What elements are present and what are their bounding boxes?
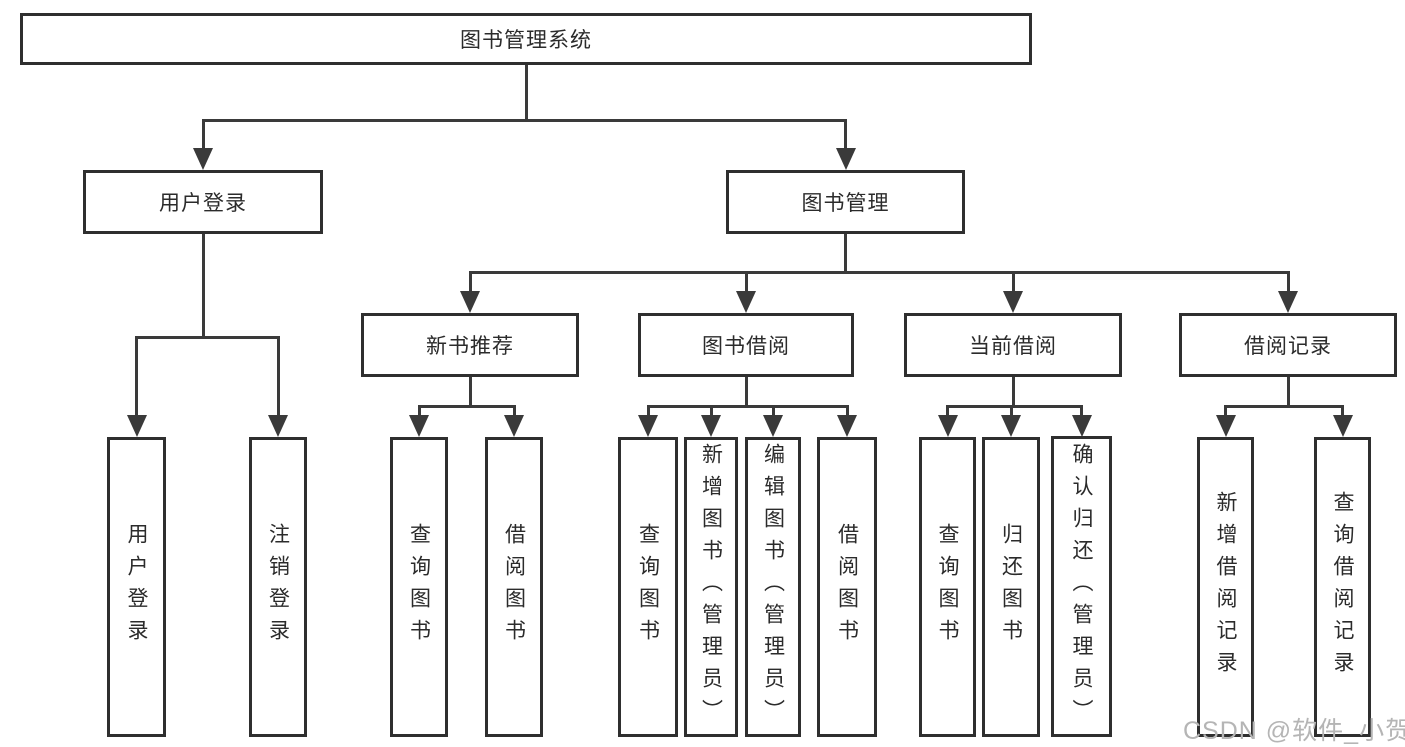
connector-stem: [1011, 377, 1015, 408]
arrow-down-icon: [504, 415, 524, 437]
connector-bar: [417, 404, 516, 408]
node-label: 图书管理系统: [460, 29, 592, 52]
connector-bar: [135, 335, 280, 339]
arrow-down-icon: [1278, 291, 1298, 313]
arrow-down-icon: [1071, 415, 1092, 437]
connector-drop: [845, 406, 849, 415]
node-label: 用户登录: [125, 523, 148, 651]
arrow-down-icon: [837, 415, 857, 437]
arrow-down-icon: [268, 415, 288, 437]
node-label: 查询图书: [936, 523, 959, 651]
node-label: 确认归还（管理员）: [1070, 442, 1093, 731]
connector-drop: [135, 337, 138, 415]
arrow-down-icon: [193, 148, 213, 170]
node-new-book-recommendation: 新书推荐: [361, 313, 579, 377]
connector-bar: [646, 404, 849, 408]
connector-drop: [201, 120, 205, 148]
node-label: 借阅图书: [502, 523, 526, 651]
node-label: 借阅图书: [835, 523, 859, 651]
arrow-down-icon: [937, 415, 958, 437]
connector-drop: [1080, 406, 1083, 415]
node-label: 新增图书（管理员）: [699, 443, 723, 731]
arrow-down-icon: [1001, 415, 1021, 437]
node-label: 查询图书: [636, 523, 660, 651]
node-library-management-system: 图书管理系统: [20, 13, 1032, 65]
connector-stem: [1286, 377, 1290, 408]
node-label: 查询借阅记录: [1331, 491, 1354, 683]
leaf-borrow-books: 借阅图书: [817, 437, 877, 737]
connector-stem: [744, 377, 748, 408]
node-label: 注销登录: [266, 523, 290, 651]
leaf-query-books-borrowing: 查询图书: [618, 437, 678, 737]
arrow-down-icon: [763, 415, 783, 437]
node-label: 编辑图书（管理员）: [761, 443, 785, 731]
connector-drop: [771, 406, 775, 415]
connector-drop: [468, 272, 472, 291]
arrow-down-icon: [736, 291, 756, 313]
arrow-down-icon: [1215, 415, 1236, 437]
csdn-watermark: CSDN @软件_小贺同学: [1183, 717, 1405, 745]
node-label: 用户登录: [159, 192, 247, 215]
node-label: 图书管理: [801, 192, 890, 215]
connector-stem: [468, 377, 472, 408]
node-label: 借阅记录: [1244, 335, 1332, 358]
connector-drop: [417, 406, 421, 415]
node-label: 当前借阅: [969, 335, 1057, 358]
node-label: 新书推荐: [426, 335, 514, 358]
arrow-down-icon: [409, 415, 429, 437]
leaf-edit-book-admin: 编辑图书（管理员）: [745, 437, 801, 737]
leaf-add-borrow-record: 新增借阅记录: [1197, 437, 1254, 737]
connector-drop: [844, 120, 847, 148]
connector-drop: [709, 406, 713, 415]
connector-bar: [201, 118, 847, 122]
leaf-return-book: 归还图书: [982, 437, 1040, 737]
connector-drop: [646, 406, 650, 415]
connector-drop: [1009, 406, 1013, 415]
connector-bar: [946, 404, 1083, 408]
leaf-query-books-recommend: 查询图书: [390, 437, 448, 737]
connector-bar: [468, 270, 1290, 274]
connector-drop: [744, 272, 748, 291]
node-book-borrowing: 图书借阅: [638, 313, 854, 377]
connector-drop: [1341, 406, 1344, 415]
node-label: 查询图书: [407, 523, 431, 651]
leaf-query-books-current: 查询图书: [919, 437, 976, 737]
connector-stem: [524, 65, 528, 122]
leaf-confirm-return-admin: 确认归还（管理员）: [1051, 436, 1112, 737]
arrow-down-icon: [701, 415, 721, 437]
connector-drop: [1286, 272, 1290, 291]
arrow-down-icon: [1003, 291, 1023, 313]
connector-bar: [1224, 404, 1344, 408]
arrow-down-icon: [1332, 415, 1353, 437]
node-label: 新增借阅记录: [1214, 491, 1237, 683]
node-borrowing-records: 借阅记录: [1179, 313, 1397, 377]
leaf-add-book-admin: 新增图书（管理员）: [684, 437, 738, 737]
node-user-login: 用户登录: [83, 170, 323, 234]
leaf-logout: 注销登录: [249, 437, 307, 737]
leaf-borrow-books-recommend: 借阅图书: [485, 437, 543, 737]
connector-drop: [512, 406, 516, 415]
connector-drop: [276, 337, 280, 415]
connector-drop: [1224, 406, 1227, 415]
node-label: 归还图书: [999, 523, 1023, 651]
arrow-down-icon: [638, 415, 658, 437]
leaf-query-borrow-record: 查询借阅记录: [1314, 437, 1371, 737]
arrow-down-icon: [835, 148, 856, 170]
node-current-borrowing: 当前借阅: [904, 313, 1122, 377]
node-label: 图书借阅: [702, 335, 790, 358]
connector-drop: [946, 406, 949, 415]
arrow-down-icon: [126, 415, 147, 437]
connector-stem: [844, 234, 847, 274]
leaf-user-login: 用户登录: [107, 437, 166, 737]
arrow-down-icon: [460, 291, 480, 313]
connector-stem: [201, 234, 205, 339]
node-book-management: 图书管理: [726, 170, 965, 234]
connector-drop: [1011, 272, 1015, 291]
